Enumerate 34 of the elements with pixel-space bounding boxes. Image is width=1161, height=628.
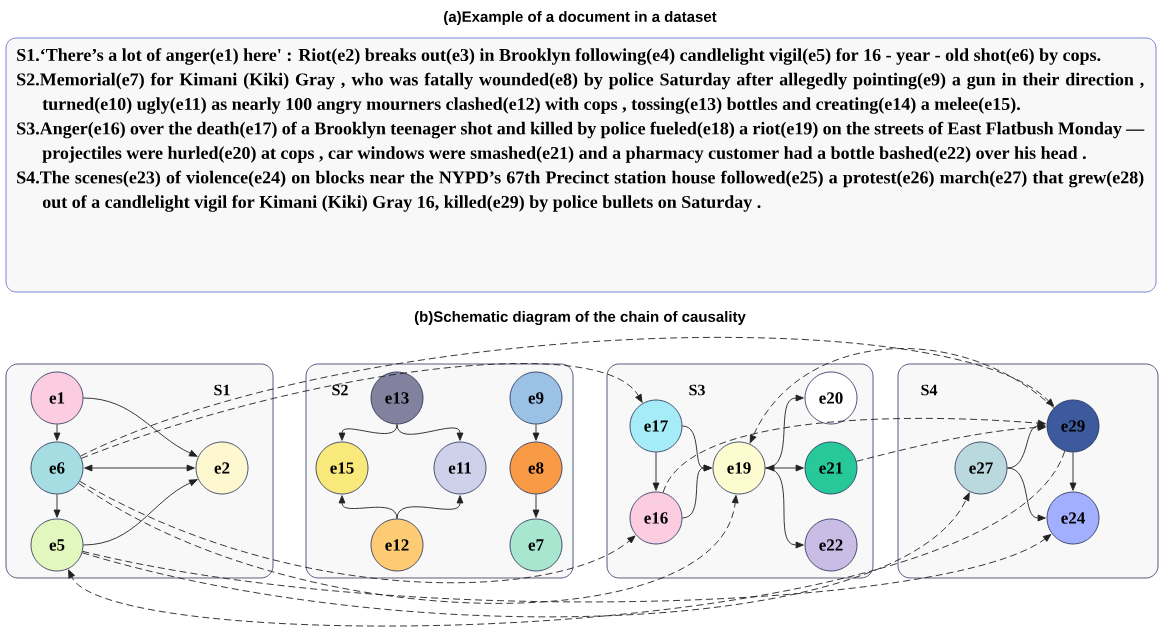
dashed-arrow — [856, 424, 1046, 462]
dashed-arrow — [68, 450, 1066, 626]
paragraph: S3.Anger(e16) over the death(e17) of a Brooklyn teenager shot and killed by police fueled(e18) a riot(e19) on the streets of East Flatbush Monday — projectiles were hurled(e20) at cops , car windows were smashed(e21) and a pharmacy customer had a bottle bashed(e22) over his head . — [17, 121, 1145, 163]
dashed-arrow — [81, 492, 970, 618]
paragraph: S1.‘There’s a lot of anger(e1) here' : Riot(e2) breaks out(e3) in Brooklyn following(e4) candlelight vigil(e5) for 16 - year - old shot(e6) by cops. — [17, 48, 1101, 65]
arrow — [764, 467, 804, 549]
arrow — [681, 464, 712, 519]
paragraph: S4.The scenes(e23) of violence(e24) on blocks near the NYPD’s 67th Precinct station house followed(e25) a protest(e26) march(e27) that grew(e28) out of a candlelight vigil for Kimani (Kiki) Gray 16, killed(e29) by police bullets on Saturday . — [17, 170, 1144, 212]
arrow — [82, 479, 198, 546]
document-box — [5, 37, 1157, 293]
arrow — [338, 495, 398, 520]
heading: (b)Schematic diagram of the chain of causality — [414, 310, 746, 325]
dashed-arrow — [662, 417, 1046, 494]
arrow — [396, 423, 464, 441]
arrow — [338, 423, 398, 441]
paragraph: S2.Memorial(e7) for Kimani (Kiki) Gray , who was fatally wounded(e8) by police Saturday after allegedly pointing(e9) a gun in their direction , turned(e10) ugly(e11) as nearly 100 angry mourners clashed(e12) with cops , tossing(e13) bottles and creating(e14) a melee(e15). — [17, 72, 1144, 114]
heading: (a)Example of a document in a dataset — [444, 11, 717, 25]
arrow — [396, 495, 464, 520]
dashed-arrow — [81, 363, 643, 459]
arrow — [766, 464, 804, 472]
arrow — [532, 423, 540, 441]
dashed-arrow — [749, 348, 1055, 444]
dashed-arrow — [82, 534, 1052, 603]
arrow — [1069, 451, 1077, 491]
arrow — [53, 493, 61, 518]
dashed-arrow — [80, 336, 1055, 457]
dashed-arrow — [78, 482, 739, 604]
dashed-arrow — [79, 480, 636, 584]
arrow — [652, 451, 660, 491]
arrow — [1006, 467, 1046, 522]
arrow — [82, 397, 198, 457]
arrow — [532, 493, 540, 518]
arrow — [84, 464, 195, 472]
arrow — [53, 423, 61, 441]
